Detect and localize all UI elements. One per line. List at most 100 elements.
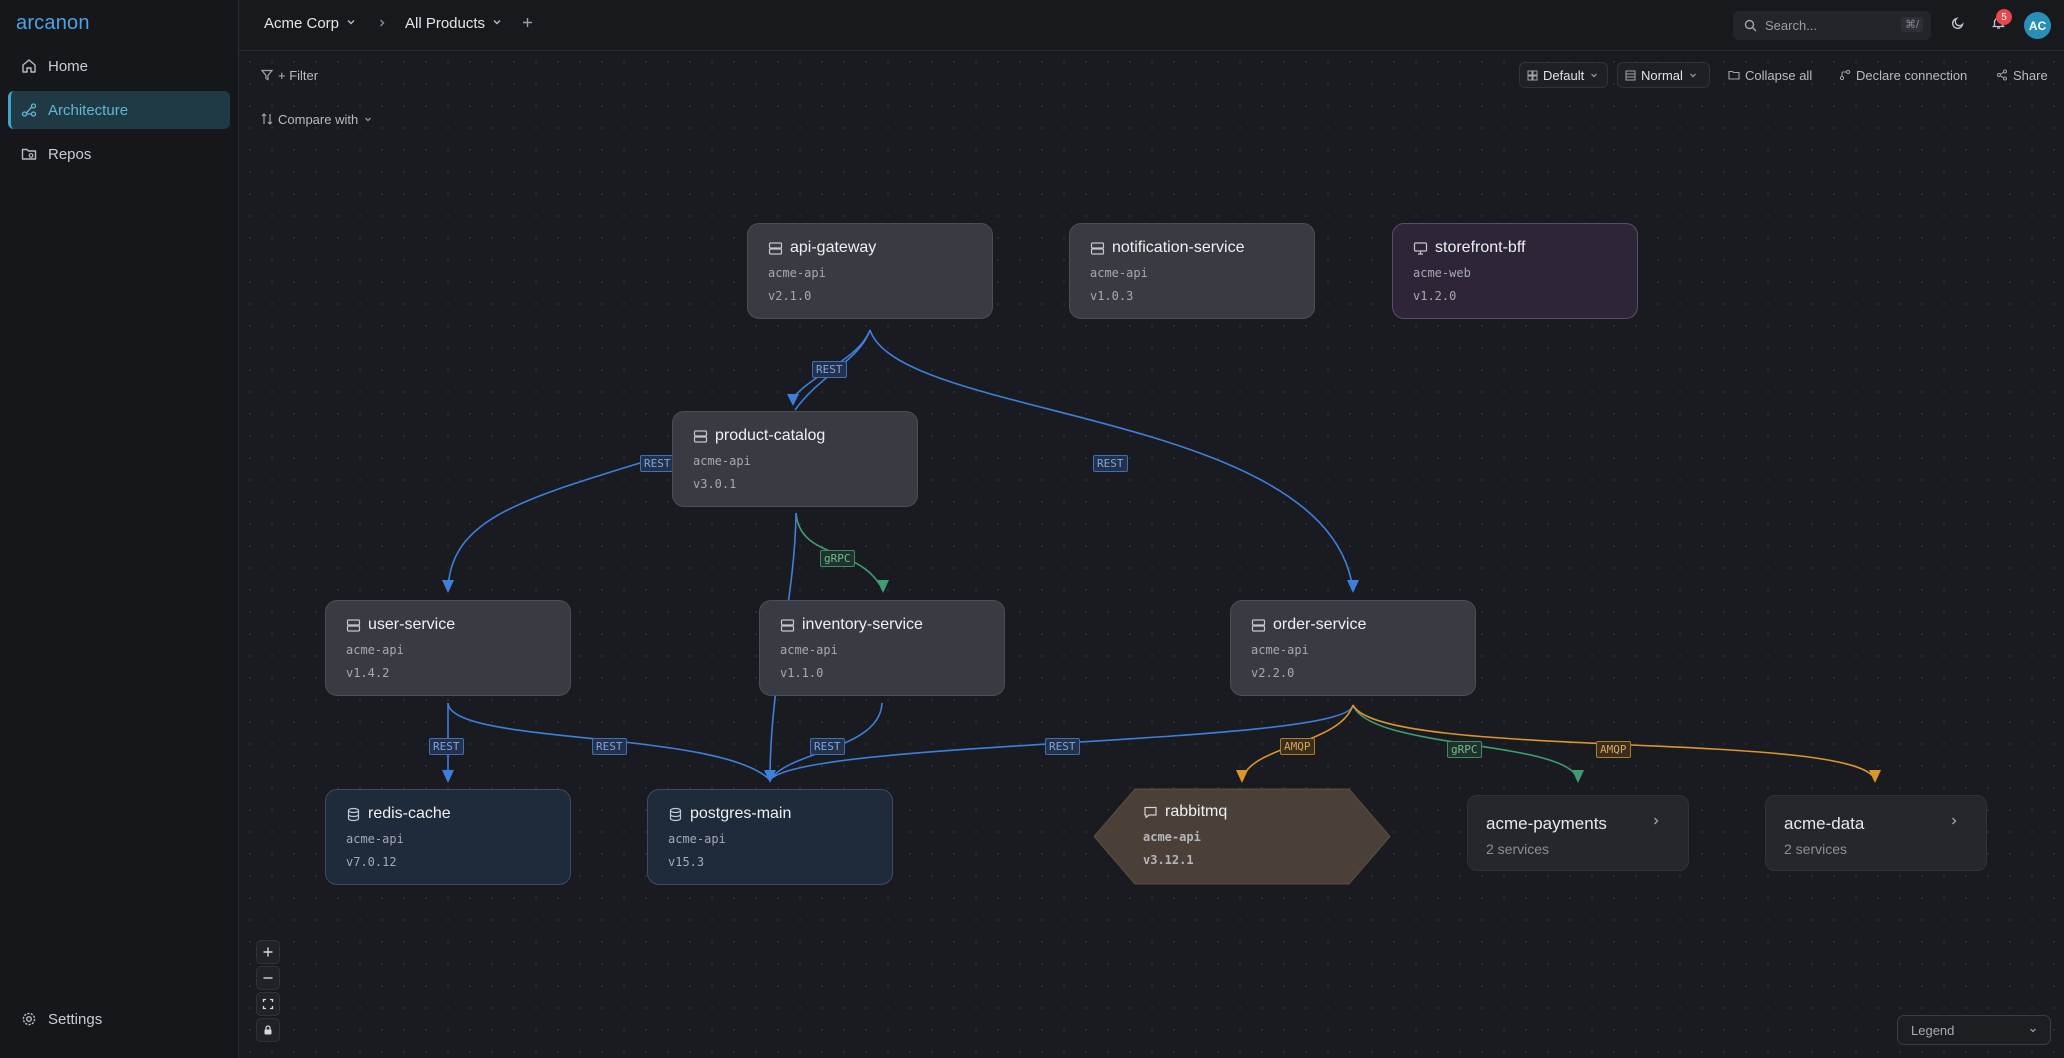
server-icon — [693, 429, 709, 445]
edge-label: REST — [812, 361, 847, 378]
link-icon — [1839, 69, 1851, 81]
app-logo[interactable]: arcanon — [16, 12, 90, 34]
node-name: api-gateway — [790, 239, 877, 256]
group-name: acme-payments — [1486, 814, 1607, 833]
node-name: product-catalog — [715, 427, 826, 444]
chevron-right-icon — [1650, 814, 1662, 830]
node-repo: acme-api — [780, 643, 838, 657]
filter-label: + Filter — [278, 67, 319, 83]
compare-with-dropdown[interactable]: Compare with — [254, 106, 380, 132]
chevron-right-icon — [1948, 814, 1960, 830]
folder-icon — [1728, 69, 1740, 81]
declare-connection-button[interactable]: Declare connection — [1832, 62, 1974, 88]
node-repo: acme-api — [346, 832, 404, 846]
edge-label: AMQP — [1280, 738, 1315, 755]
node-version: v15.3 — [668, 855, 705, 869]
legend-label: Legend — [1911, 1022, 1955, 1038]
density-select[interactable]: Normal — [1617, 62, 1710, 88]
chevron-right-icon — [376, 17, 388, 29]
group-count: 2 services — [1486, 841, 1550, 857]
list-icon — [1625, 70, 1636, 81]
group-name: acme-data — [1784, 814, 1865, 833]
edge-label: REST — [429, 738, 464, 755]
node-name: notification-service — [1112, 239, 1245, 256]
node-version: v2.1.0 — [768, 289, 812, 303]
monitor-icon — [1413, 241, 1429, 257]
node-postgres-main[interactable]: postgres-main acme-api v15.3 — [647, 789, 893, 885]
node-repo: acme-api — [1090, 266, 1148, 280]
edge-label: REST — [810, 738, 845, 755]
theme-toggle-button[interactable] — [1944, 11, 1972, 39]
node-order-service[interactable]: order-service acme-api v2.2.0 — [1230, 600, 1476, 696]
org-switcher[interactable]: Acme Corp — [264, 15, 357, 32]
sidebar-item-label: Repos — [48, 145, 92, 163]
node-repo: acme-web — [1413, 266, 1471, 280]
share-label: Share — [2013, 67, 2048, 83]
message-icon — [1143, 805, 1158, 825]
node-version: v1.0.3 — [1090, 289, 1134, 303]
plus-icon — [262, 946, 274, 958]
node-repo: acme-api — [668, 832, 726, 846]
search-input[interactable]: Search... ⌘/ — [1733, 11, 1931, 40]
node-storefront-bff[interactable]: storefront-bff acme-web v1.2.0 — [1392, 223, 1638, 319]
edge-label: REST — [592, 738, 627, 755]
node-name: postgres-main — [690, 805, 792, 822]
chevron-down-icon — [491, 15, 503, 32]
sidebar-item-repos[interactable]: Repos — [8, 135, 230, 173]
search-icon — [1744, 19, 1757, 32]
sidebar-item-label: Settings — [48, 1010, 103, 1028]
architecture-canvas[interactable] — [239, 51, 2064, 1058]
node-name: rabbitmq — [1165, 803, 1228, 820]
lock-button[interactable] — [256, 1018, 280, 1042]
sidebar-item-home[interactable]: Home — [8, 47, 230, 85]
plus-icon — [521, 16, 534, 33]
group-count: 2 services — [1784, 841, 1848, 857]
edge-label: AMQP — [1596, 741, 1631, 758]
node-user-service[interactable]: user-service acme-api v1.4.2 — [325, 600, 571, 696]
sidebar-item-settings[interactable]: Settings — [8, 1000, 230, 1038]
node-version: v1.1.0 — [780, 666, 824, 680]
legend-dropdown[interactable]: Legend — [1897, 1015, 2051, 1045]
share-button[interactable]: Share — [1989, 62, 2055, 88]
density-value: Normal — [1641, 67, 1683, 83]
node-rabbitmq[interactable]: rabbitmq acme-api v3.12.1 — [1093, 788, 1391, 885]
node-name: storefront-bff — [1435, 239, 1526, 256]
add-product-button[interactable] — [521, 16, 534, 33]
node-api-gateway[interactable]: api-gateway acme-api v2.1.0 — [747, 223, 993, 319]
grid-icon — [1527, 70, 1538, 81]
collapse-all-button[interactable]: Collapse all — [1721, 62, 1819, 88]
sidebar-item-architecture[interactable]: Architecture — [8, 91, 230, 129]
collapse-label: Collapse all — [1745, 67, 1813, 83]
node-repo: acme-api — [1251, 643, 1309, 657]
node-version: v3.12.1 — [1143, 853, 1194, 867]
node-version: v1.2.0 — [1413, 289, 1457, 303]
search-shortcut: ⌘/ — [1900, 17, 1923, 32]
minus-icon — [262, 972, 274, 984]
node-version: v3.0.1 — [693, 477, 737, 491]
search-placeholder: Search... — [1765, 18, 1818, 33]
share-icon — [1996, 69, 2008, 81]
filter-button[interactable]: + Filter — [254, 62, 325, 88]
org-name: Acme Corp — [264, 15, 340, 32]
group-acme-payments[interactable]: acme-payments 2 services — [1467, 795, 1689, 871]
node-redis-cache[interactable]: redis-cache acme-api v7.0.12 — [325, 789, 571, 885]
notification-badge: 5 — [1996, 9, 2012, 25]
node-repo: acme-api — [1143, 830, 1201, 844]
node-product-catalog[interactable]: product-catalog acme-api v3.0.1 — [672, 411, 918, 507]
zoom-in-button[interactable] — [256, 940, 280, 964]
layout-select[interactable]: Default — [1519, 62, 1608, 88]
avatar[interactable]: AC — [2024, 12, 2051, 39]
node-inventory-service[interactable]: inventory-service acme-api v1.1.0 — [759, 600, 1005, 696]
compare-icon — [261, 113, 273, 125]
zoom-out-button[interactable] — [256, 966, 280, 990]
node-notification-service[interactable]: notification-service acme-api v1.0.3 — [1069, 223, 1315, 319]
home-icon — [20, 57, 38, 75]
fit-view-button[interactable] — [256, 992, 280, 1016]
chevron-down-icon — [1589, 70, 1599, 80]
product-switcher[interactable]: All Products — [405, 15, 503, 32]
group-acme-data[interactable]: acme-data 2 services — [1765, 795, 1987, 871]
network-icon — [20, 101, 38, 119]
compare-label: Compare with — [278, 111, 359, 127]
server-icon — [768, 241, 784, 257]
edge-label: REST — [640, 455, 675, 472]
